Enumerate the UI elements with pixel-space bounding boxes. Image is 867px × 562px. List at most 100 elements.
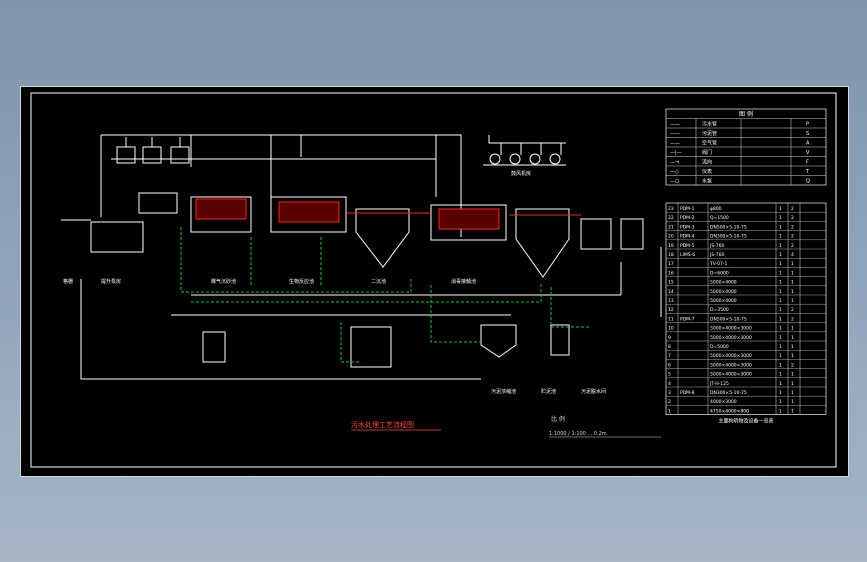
scale-label: 比 例 — [551, 415, 565, 423]
table-cell: DN500×5-10-75 — [710, 316, 747, 322]
unit-label: 提升泵房 — [101, 278, 121, 285]
unit-label: 生物反应池 — [289, 278, 314, 285]
table-cell: 1 — [779, 206, 782, 212]
legend-name: 流向 — [702, 159, 712, 166]
unit-label: 污泥脱水间 — [581, 388, 606, 395]
table-cell: 5000×4000 — [710, 289, 737, 295]
blower-pumps — [483, 153, 566, 166]
legend-name: 空气管 — [702, 140, 717, 147]
table-cell: 3 — [668, 390, 671, 396]
table-cell: 1 — [779, 316, 782, 322]
table-cell: DN500×5-10-75 — [710, 224, 747, 230]
table-cell: PDM-4 — [680, 234, 695, 240]
table-cell: 14 — [668, 289, 674, 295]
table-cell: 16 — [668, 270, 674, 276]
table-cell: JS-760 — [709, 243, 725, 249]
table-cell: 13 — [668, 298, 674, 304]
table-cell: 1 — [779, 326, 782, 332]
legend-code: T — [805, 169, 810, 175]
table-cell: DN300×5-10-75 — [710, 390, 747, 396]
table-cell: 1 — [779, 372, 782, 378]
unit-label: 污泥浓缩池 — [491, 388, 516, 395]
tanks — [90, 196, 644, 368]
table-cell: 4750×4000×800 — [710, 408, 749, 414]
table-cell: 1 — [791, 399, 794, 405]
table-cell: TV-07-1 — [709, 261, 728, 267]
table-cell: 1 — [779, 252, 782, 258]
table-cell: 1 — [779, 243, 782, 249]
sludge-lines — [180, 227, 591, 363]
table-cell: 1 — [779, 362, 782, 368]
legend-title: 图 例 — [739, 110, 753, 118]
table-cell: 1 — [779, 224, 782, 230]
table-cell: 23 — [668, 206, 674, 212]
process-piping — [61, 134, 662, 380]
table-cell: 1 — [791, 372, 794, 378]
table-cell: 1 — [779, 381, 782, 387]
unit-label: 消毒接触池 — [451, 278, 476, 285]
legend-symbol: —— — [670, 141, 680, 147]
table-cell: LIMS-6 — [680, 252, 695, 258]
table-cell: 1 — [779, 353, 782, 359]
table-cell: PDM-1 — [680, 206, 695, 212]
legend-symbol: —|— — [670, 150, 682, 156]
unit-label: 二沉池 — [371, 278, 386, 285]
table-cell: PDM-7 — [680, 316, 695, 322]
table-cell: 2 — [791, 307, 794, 313]
table-cell: 5000×4000×3000 — [710, 362, 752, 368]
table-cell: 22 — [668, 215, 674, 221]
table-cell: PDM-5 — [680, 243, 695, 249]
table-cell: DN300×5-10-75 — [710, 234, 747, 240]
table-cell: 1 — [791, 381, 794, 387]
table-cell: 1 — [791, 390, 794, 396]
table-cell: 1 — [779, 408, 782, 414]
table-cell: 17 — [668, 261, 674, 267]
table-cell: 5000×4000 — [710, 298, 737, 304]
table-cell: Q=1500 — [710, 215, 729, 221]
table-cell: 1 — [779, 344, 782, 350]
table-cell: JT-H-125 — [709, 381, 729, 387]
legend-code: Q — [806, 179, 810, 185]
table-cell: PDM-8 — [680, 390, 695, 396]
table-cell: 5000×4000 — [710, 280, 737, 286]
table-cell: 1 — [791, 335, 794, 341]
legend-code: A — [806, 141, 810, 147]
legend-name: 仪表 — [702, 168, 712, 175]
table-cell: 15 — [668, 280, 674, 286]
table-cell: 4 — [668, 381, 671, 387]
table-cell: 2 — [791, 362, 794, 368]
table-cell: 2 — [791, 215, 794, 221]
table-cell: 9 — [668, 335, 671, 341]
table-cell: 1 — [779, 289, 782, 295]
table-cell: φ800 — [710, 206, 722, 212]
legend-symbol: —○ — [670, 179, 679, 185]
table-cell: 1 — [791, 270, 794, 276]
table-cell: D=5000 — [710, 344, 729, 350]
screen-units — [116, 137, 190, 214]
table-cell: 5000×4000×3000 — [710, 353, 752, 359]
table-cell: 12 — [668, 307, 674, 313]
table-cell: 1 — [791, 353, 794, 359]
unit-labels: 格栅提升泵房曝气沉砂池生物反应池二沉池消毒接触池鼓风机房污泥浓缩池贮泥池污泥脱水… — [63, 170, 606, 395]
table-cell: 21 — [668, 224, 674, 230]
table-cell: 1 — [791, 408, 794, 414]
legend-name: 水泵 — [702, 178, 712, 185]
legend-name: 污水管 — [702, 121, 717, 128]
table-cell: 1 — [791, 326, 794, 332]
table-cell: 2 — [791, 234, 794, 240]
table-caption: 主要构筑物及设备一览表 — [718, 418, 773, 425]
table-cell: 2 — [791, 206, 794, 212]
legend-symbol: —— — [670, 131, 680, 137]
table-cell: 18 — [668, 252, 674, 258]
table-cell: 1 — [791, 261, 794, 267]
table-cell: D=6000 — [710, 270, 729, 276]
table-cell: 1 — [791, 280, 794, 286]
table-cell: 11 — [668, 316, 674, 322]
inner-frame — [30, 92, 837, 468]
legend-symbol: —→ — [670, 160, 679, 166]
legend-code: S — [806, 131, 809, 137]
table-cell: D=3500 — [710, 307, 729, 313]
